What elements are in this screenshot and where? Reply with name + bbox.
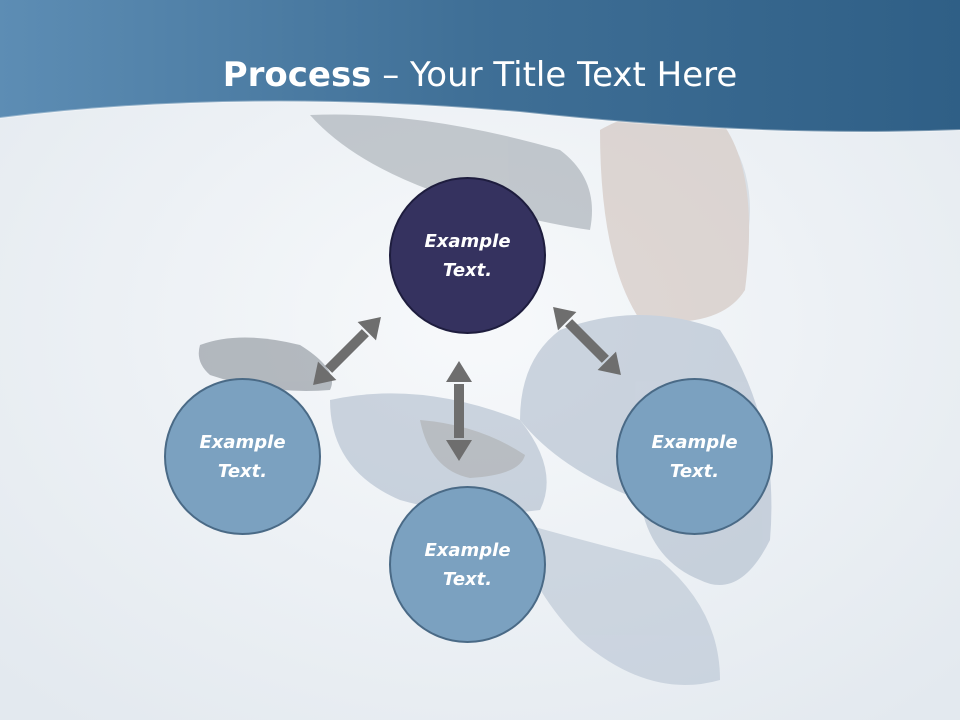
node-right-line2: Text. <box>669 460 720 482</box>
node-top-line1: Example <box>424 230 511 252</box>
node-top-line2: Text. <box>442 259 493 281</box>
node-left-line2: Text. <box>217 460 268 482</box>
arrow-vertical <box>446 361 472 461</box>
slide-title: Process – Your Title Text Here <box>0 52 960 98</box>
arrow-top-right <box>553 307 621 375</box>
arrow-top-left <box>313 317 381 385</box>
header-band <box>0 0 960 132</box>
node-left-line1: Example <box>199 431 286 453</box>
title-rest: – Your Title Text Here <box>371 55 738 95</box>
connector-arrows <box>313 307 621 461</box>
process-node-right: Example Text. <box>616 378 773 535</box>
node-right-line1: Example <box>651 431 738 453</box>
node-bottom-line2: Text. <box>442 568 493 590</box>
process-node-top: Example Text. <box>389 177 546 334</box>
process-node-bottom: Example Text. <box>389 486 546 643</box>
process-node-left: Example Text. <box>164 378 321 535</box>
header-edge-highlight <box>0 100 960 133</box>
node-bottom-line1: Example <box>424 539 511 561</box>
title-bold: Process <box>222 55 372 95</box>
